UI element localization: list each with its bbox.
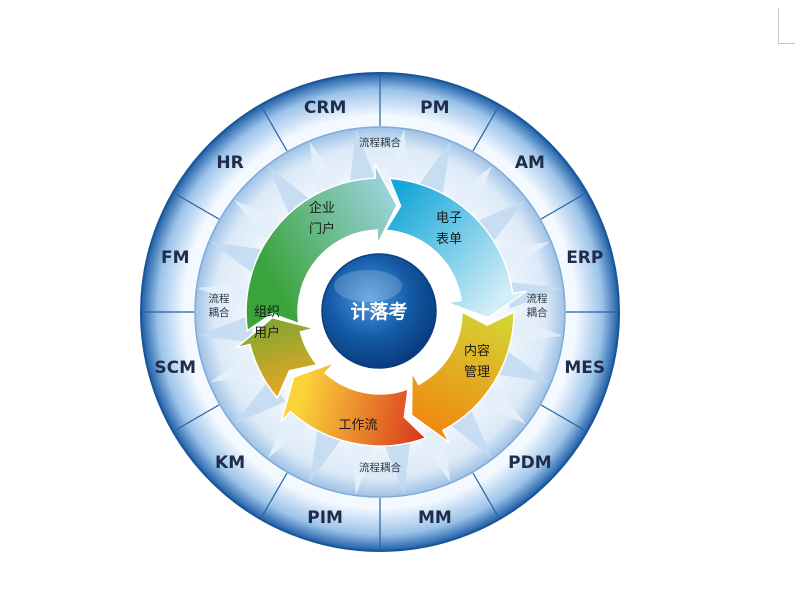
- center-hub-highlight: [334, 270, 402, 302]
- inner-ray: [309, 142, 344, 198]
- inner-ray: [494, 241, 550, 276]
- inner-ring-rays: [197, 129, 563, 495]
- outer-system-label: CRM: [304, 98, 346, 118]
- cycle-arrow: [280, 361, 428, 447]
- inner-ray: [383, 129, 411, 186]
- inner-ray: [349, 129, 377, 186]
- inner-ray: [349, 438, 377, 495]
- outer-system-label: PDM: [508, 453, 552, 473]
- cycle-arrow-label: 用户: [254, 325, 280, 341]
- outer-ring-dividers: [142, 74, 618, 550]
- coupling-label-text: 耦合: [527, 306, 548, 319]
- cycle-arrow-label: 组织: [254, 305, 280, 320]
- outer-ring-labels: PM AM ERP MES PDM MM PIM KM SCM FM HR CRM: [154, 98, 605, 528]
- outer-system-label: PIM: [307, 508, 343, 528]
- outer-system-label: HR: [216, 153, 243, 173]
- cycle-arrow: [235, 316, 319, 400]
- inner-ray: [197, 281, 254, 309]
- outer-divider: [173, 404, 220, 432]
- outer-system-label: AM: [515, 153, 545, 173]
- cycle-arrow-label: 电子: [436, 211, 462, 226]
- outer-divider: [260, 105, 288, 152]
- inner-ray: [383, 438, 411, 495]
- cycle-arrow-label: 门户: [309, 221, 335, 237]
- cycle-arrow: [384, 177, 527, 319]
- coupling-label-bottom: 流程耦合: [359, 461, 401, 474]
- outer-system-label: FM: [161, 248, 190, 268]
- outer-system-label: MM: [418, 508, 452, 528]
- inner-ray: [197, 315, 254, 343]
- outer-divider: [260, 472, 288, 519]
- outer-system-label: PM: [420, 98, 449, 118]
- inner-ray: [210, 348, 266, 383]
- inner-ray: [506, 281, 563, 309]
- coupling-label-right: 流程耦合: [527, 292, 548, 319]
- cycle-arrow: [245, 163, 398, 332]
- page-corner-mark: [778, 8, 795, 44]
- outer-system-label: KM: [215, 453, 245, 473]
- outer-system-label: MES: [564, 358, 605, 378]
- outer-divider: [173, 192, 220, 220]
- outer-divider: [540, 192, 587, 220]
- coupling-label-text: 流程: [527, 292, 548, 305]
- cycle-arrow-label: 工作流: [338, 418, 377, 433]
- inner-ray: [416, 142, 451, 198]
- inner-ray: [309, 426, 344, 482]
- cycle-arrow-label: 企业: [309, 200, 335, 216]
- inner-ray: [416, 426, 451, 482]
- outer-divider: [540, 404, 587, 432]
- outer-system-label: ERP: [566, 248, 603, 268]
- outer-divider: [472, 472, 500, 519]
- coupling-label-left: 流程耦合: [209, 292, 230, 319]
- inner-ray: [506, 315, 563, 343]
- coupling-label-top: 流程耦合: [359, 136, 401, 149]
- cycle-arrow: [410, 310, 515, 444]
- coupling-label-text: 流程: [209, 292, 230, 305]
- coupling-label-text: 耦合: [209, 306, 230, 319]
- inner-ray: [210, 241, 266, 276]
- inner-ray: [494, 348, 550, 383]
- center-label: 计落考: [350, 300, 407, 323]
- cycle-arrow-label: 管理: [464, 365, 490, 380]
- outer-system-label: SCM: [154, 358, 196, 378]
- cycle-arrow-label: 表单: [436, 232, 462, 247]
- center-hub: [321, 253, 437, 369]
- cycle-arrow-label: 内容: [464, 343, 490, 359]
- outer-divider: [472, 105, 500, 152]
